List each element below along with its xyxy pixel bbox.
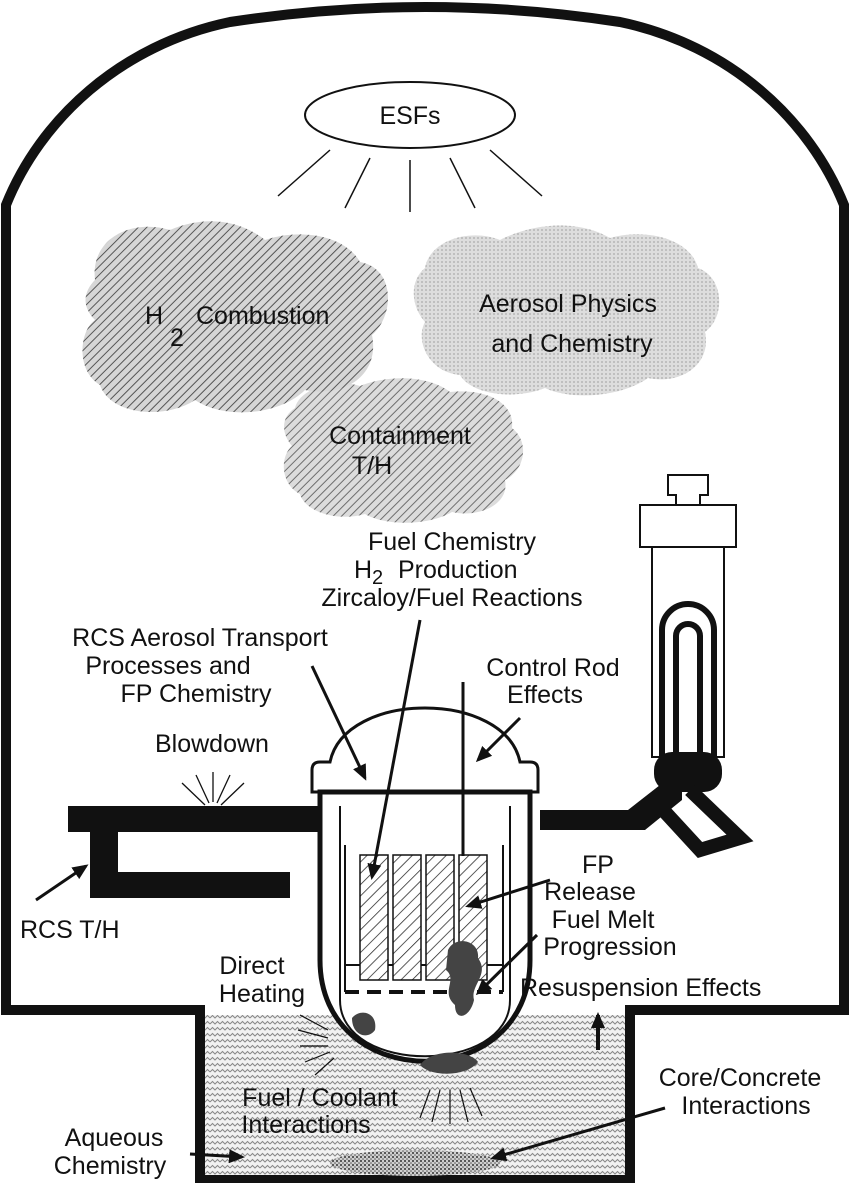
fp-release-arrow: [465, 878, 551, 909]
h2-combustion-label: H: [145, 302, 163, 330]
esfs-spray-lines: [277, 149, 543, 212]
fuel-coolant-burst: [419, 1087, 483, 1124]
molten-debris-lower-left: [352, 1012, 376, 1036]
fuel-chemistry-line2-h: H: [354, 556, 372, 584]
fuel-melt-line2: Progression: [543, 933, 676, 961]
reactor-vessel-head: [310, 706, 540, 794]
containment-th-label-line1: Containment: [329, 422, 471, 450]
fuel-melt-line1: Fuel Melt: [552, 906, 655, 934]
esfs-label: ESFs: [379, 102, 440, 130]
direct-heating-line2: Heating: [219, 980, 305, 1008]
rcs-pipe-inner-left: [118, 832, 290, 872]
rcs-aerosol-arrow: [310, 665, 367, 781]
fp-release-line1: FP: [582, 851, 614, 879]
core-concrete-arrow: [490, 1106, 666, 1162]
molten-debris-core: [446, 941, 482, 1016]
control-rod-line1: Control Rod: [486, 654, 619, 682]
fuel-chemistry-line2-rest: Production: [398, 556, 518, 584]
resuspension-label: Resuspension Effects: [520, 974, 761, 1002]
control-rod-arrow: [475, 716, 522, 763]
core-concrete-line2: Interactions: [681, 1092, 810, 1120]
molten-debris-lower-right: [420, 1052, 478, 1074]
rcs-th-label: RCS T/H: [20, 916, 120, 944]
aqueous-chemistry-arrow: [189, 1149, 245, 1164]
fuel-chemistry-line1: Fuel Chemistry: [368, 528, 537, 556]
fuel-chemistry-line2-sub: 2: [372, 567, 383, 589]
direct-heating-line1: Direct: [219, 952, 284, 980]
containment-th-label-line2: T/H: [352, 452, 392, 480]
esfs-ellipse: [304, 81, 516, 149]
control-rod-line2: Effects: [507, 681, 583, 709]
rcs-th-arrow: [35, 864, 89, 902]
rcs-aerosol-line1: RCS Aerosol Transport: [72, 624, 328, 652]
direct-heating-burst: [297, 1014, 335, 1076]
fuel-melt-arrow: [475, 933, 539, 996]
rcs-aerosol-line2: Processes and: [85, 652, 250, 680]
h2-combustion-cloud: [82, 221, 388, 413]
steam-generator: [639, 474, 737, 758]
blowdown-label: Blowdown: [155, 730, 269, 758]
aqueous-chemistry-line2: Chemistry: [54, 1152, 167, 1180]
fuel-coolant-line1: Fuel / Coolant: [242, 1084, 398, 1112]
rcs-pipe-bottom-left: [90, 872, 290, 898]
fuel-chemistry-arrow: [367, 619, 422, 880]
aerosol-physics-cloud: [413, 225, 720, 396]
aerosol-physics-label-line1: Aerosol Physics: [479, 290, 657, 318]
reactor-vessel-inner: [339, 806, 511, 1058]
rcs-hot-leg-right: [540, 770, 682, 830]
h2-combustion-subscript: 2: [170, 324, 184, 352]
rcs-aerosol-line3: FP Chemistry: [121, 680, 272, 708]
containment-th-cloud: [283, 378, 524, 523]
blowdown-burst-lines: [181, 772, 245, 806]
fuel-chemistry-line3: Zircaloy/Fuel Reactions: [321, 584, 582, 612]
rcs-loop-right: [659, 784, 754, 858]
aerosol-physics-label-line2: and Chemistry: [491, 330, 653, 358]
h2-combustion-text: Combustion: [196, 302, 329, 330]
core-concrete-line1: Core/Concrete: [659, 1064, 822, 1092]
fuel-coolant-line2: Interactions: [241, 1111, 370, 1139]
reactor-vessel-body: [317, 789, 533, 1064]
aqueous-chemistry-line1: Aqueous: [65, 1124, 164, 1152]
corium-floor-puddle: [330, 1150, 500, 1176]
fp-release-line2: Release: [544, 878, 636, 906]
